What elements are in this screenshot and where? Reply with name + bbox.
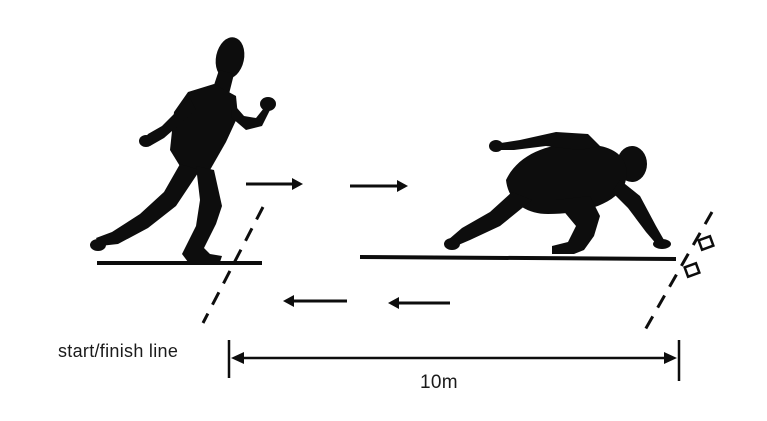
- turning-athlete-icon: [444, 132, 671, 254]
- marker-icon: [683, 261, 701, 279]
- ground-line-right: [359, 255, 677, 261]
- marker-icon: [697, 234, 715, 252]
- running-athlete-icon: [90, 37, 276, 262]
- start-finish-label: start/finish line: [58, 341, 179, 361]
- distance-label: 10m: [420, 372, 458, 393]
- arrow-left-icon: [388, 297, 450, 309]
- start-finish-line: [201, 206, 265, 324]
- arrow-right-icon: [350, 180, 408, 192]
- arrow-left-icon: [283, 295, 347, 307]
- arrow-right-icon: [246, 178, 303, 190]
- distance-dimension: [227, 340, 681, 381]
